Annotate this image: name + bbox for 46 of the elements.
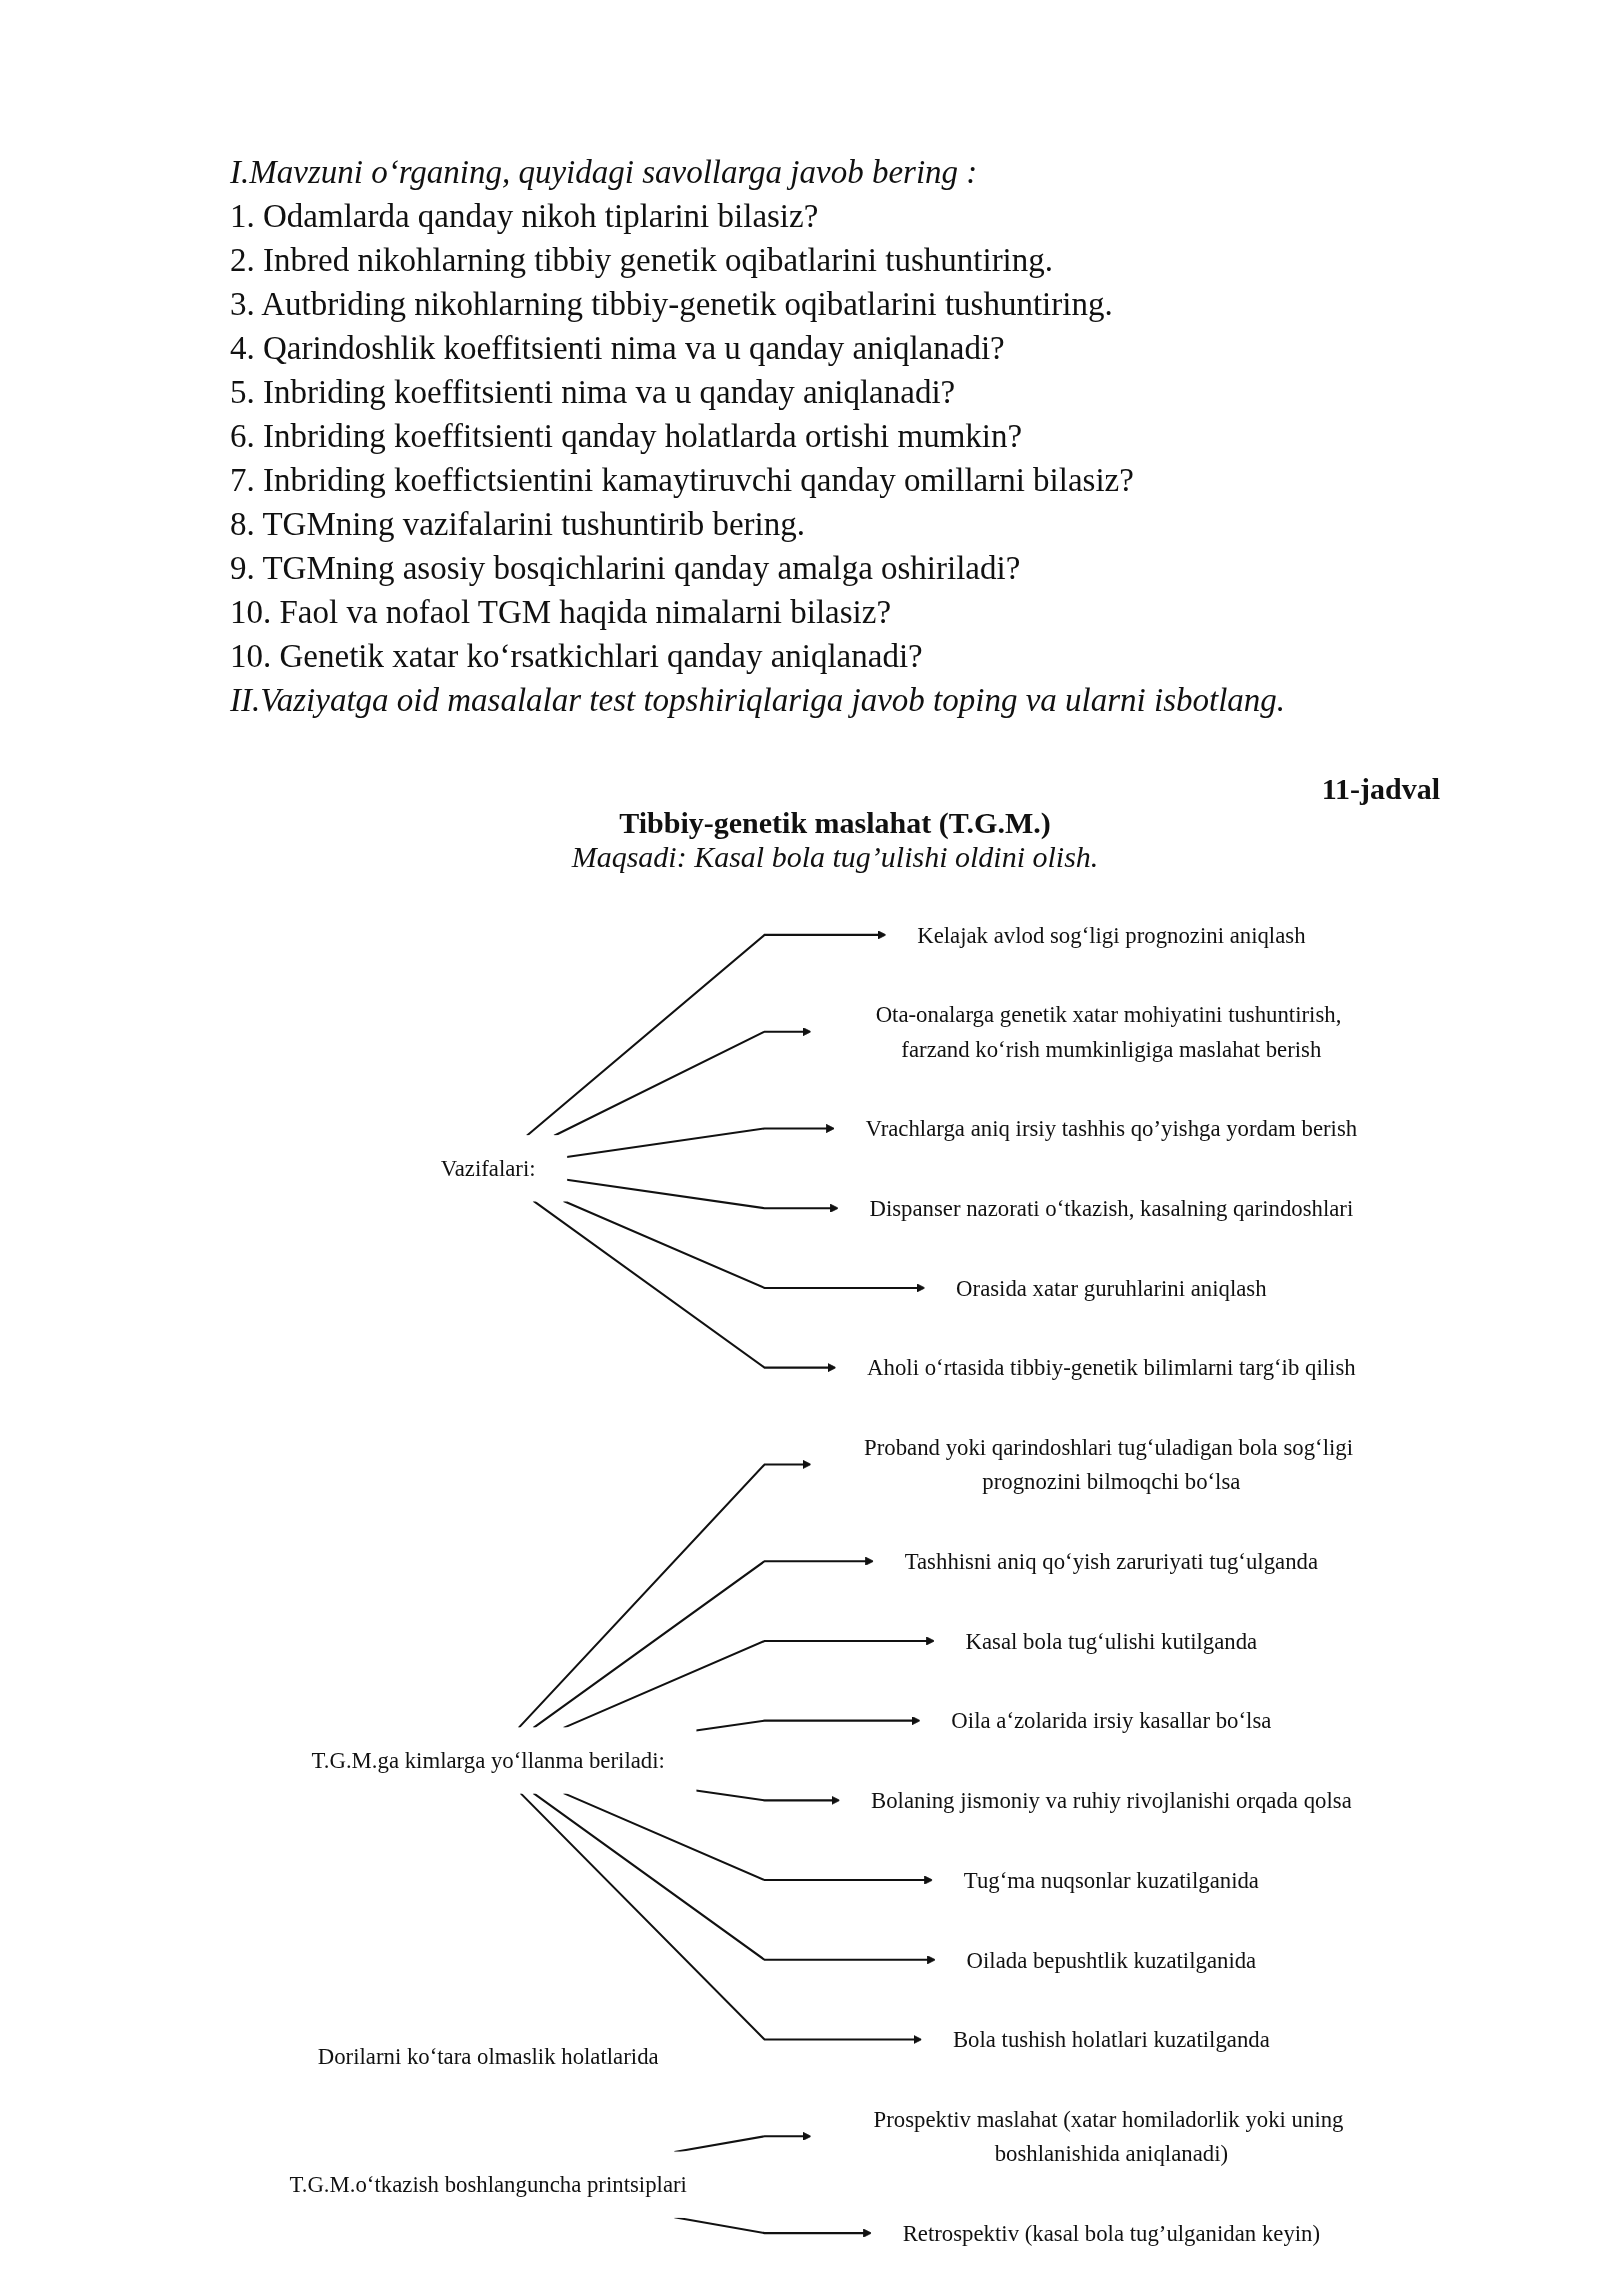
goal-text: Maqsadi: Kasal bola tug’ulishi oldini olish. — [570, 840, 1100, 874]
node-text: T.G.M.o‘tkazish boshlanguncha printsiplari — [289, 2171, 687, 2198]
instruction-text: II.Vaziyatga oid masalalar test topshiriqlariga javob toping va ularni isbotlang. — [230, 681, 1287, 720]
diagram-title: Tibbiy-genetik maslahat (T.G.M.) — [618, 806, 1052, 840]
question-text: 10. Genetik xatar ko‘rsatkichlari qanday aniqlanadi? — [230, 637, 924, 676]
arrow — [566, 1123, 835, 1159]
arrow — [695, 1716, 921, 1732]
arrow — [526, 930, 887, 1137]
node-text: Vrachlarga aniq irsiy tashhis qo’yishga yordam berish — [865, 1115, 1358, 1142]
node-text: Oila a‘zolarida irsiy kasallar bo‘lsa — [951, 1707, 1272, 1734]
arrow — [532, 1200, 837, 1373]
node-text: T.G.M.ga kimlarga yo‘llanma beriladi: — [311, 1747, 665, 1774]
node-text: Retrospektiv (kasal bola tug’ulganidan keyin) — [902, 2220, 1321, 2247]
node-text: Vazifalari: — [440, 1155, 536, 1182]
arrow — [566, 1178, 839, 1213]
question-text: 1. Odamlarda qanday nikoh tiplarini bilasiz? — [230, 197, 820, 236]
node-text: Aholi o‘rtasida tibbiy-genetik bilimlarni targ‘ib qilish — [867, 1354, 1356, 1381]
arrow — [532, 1792, 936, 1965]
node-text: Tashhisni aniq qo‘yish zaruriyati tug‘ulganda — [904, 1548, 1319, 1575]
question-text: 10. Faol va nofaol TGM haqida nimalarni bilasiz? — [230, 593, 893, 632]
question-text: 8. TGMning vazifalarini tushuntirib bering. — [230, 505, 806, 544]
arrow — [553, 1027, 812, 1137]
arrow — [517, 1459, 812, 1729]
node-text: Tug‘ma nuqsonlar kuzatilganida — [963, 1867, 1259, 1894]
node-text: Proband yoki qarindoshlari tug‘uladigan bola sog‘ligi prognozini bilmoqchi bo‘lsa — [864, 1434, 1353, 1495]
question-text: 6. Inbriding koeffitsienti qanday holatlarda ortishi mumkin? — [230, 417, 1024, 456]
node-text: Bolaning jismoniy va ruhiy rivojlanishi orqada qolsa — [870, 1787, 1352, 1814]
node-text: Kelajak avlod sog‘ligi prognozini aniqlash — [917, 921, 1306, 948]
node-text: Dorilarni ko‘tara olmaslik holatlarida — [317, 2043, 659, 2070]
node-text: Oilada bepushtlik kuzatilganida — [966, 1946, 1257, 1973]
question-text: 7. Inbriding koeffictsientini kamaytiruvchi qanday omillarni bilasiz? — [230, 461, 1135, 500]
arrow — [563, 1200, 926, 1293]
node-text: Bola tushish holatlari kuzatilganda — [952, 2026, 1270, 2053]
node-text: Ota-onalarga genetik xatar mohiyatini tushuntirish, farzand ko‘rish mumkinligiga maslahat berish — [875, 1001, 1342, 1062]
question-text: 4. Qarindoshlik koeffitsienti nima va u qanday aniqlanadi? — [230, 329, 1006, 368]
question-text: 5. Inbriding koeffitsienti nima va u qanday aniqlanadi? — [230, 373, 957, 412]
table-number: 11-jadval — [1320, 772, 1440, 806]
node-text: Prospektiv maslahat (xatar homiladorlik yoki uning boshlanishida aniqlanadi) — [873, 2106, 1344, 2167]
node-text: Kasal bola tug‘ulishi kutilganda — [965, 1628, 1258, 1654]
instruction-text: I.Mavzuni o‘rganing, quyidagi savollarga javob bering : — [230, 153, 979, 192]
node-text: Dispanser nazorati o‘tkazish, kasalning qarindoshlari — [869, 1195, 1354, 1222]
question-text: 2. Inbred nikohlarning tibbiy genetik oqibatlarini tushuntiring. — [230, 241, 1055, 280]
arrow — [563, 1636, 935, 1729]
question-text: 3. Autbriding nikohlarning tibbiy-genetik oqibatlarini tushuntiring. — [230, 285, 1114, 324]
node-text: Orasida xatar guruhlarini aniqlash — [956, 1274, 1267, 1301]
question-text: 9. TGMning asosiy bosqichlarini qanday amalga oshiriladi? — [230, 549, 1022, 588]
